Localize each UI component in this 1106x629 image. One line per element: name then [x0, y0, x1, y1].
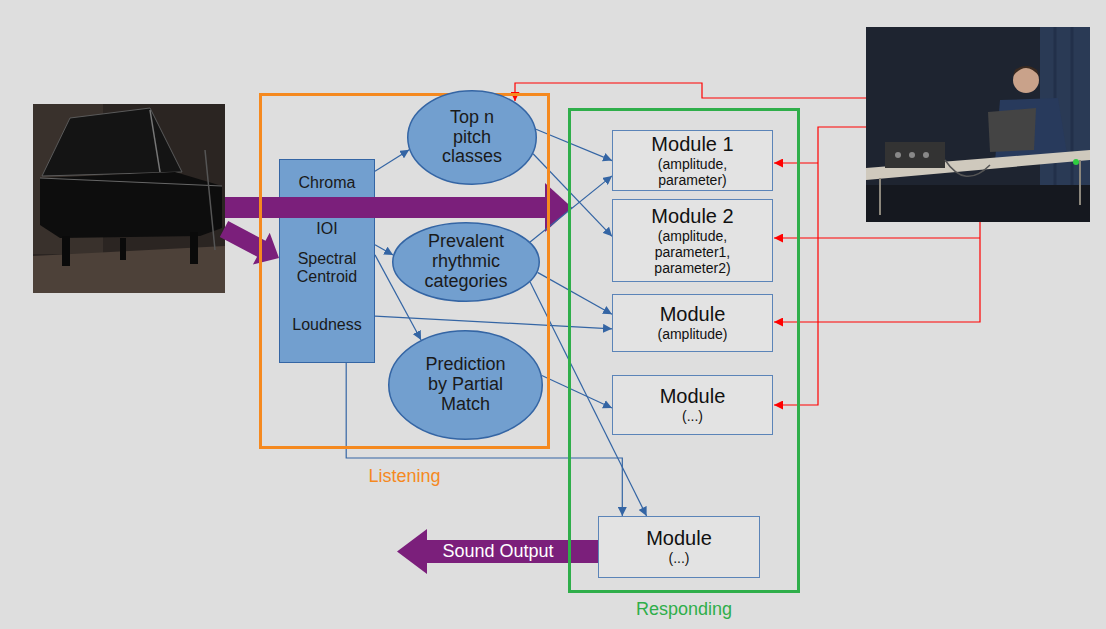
- performer-hair: [1013, 66, 1039, 76]
- node-title: Prediction by Partial Match: [418, 355, 513, 414]
- node-detail: (amplitude): [637, 326, 749, 342]
- node-title: Module: [646, 527, 712, 550]
- analysis-ellipse: Top n pitch classes: [407, 90, 537, 185]
- node-title: Top n pitch classes: [437, 108, 507, 167]
- analysis-ellipse: Prevalent rhythmic categories: [392, 222, 540, 302]
- signal-arrow-shaft: [279, 197, 375, 218]
- status-light: [1073, 159, 1079, 165]
- node-detail: IOI: [280, 220, 374, 238]
- analysis-ellipse: Prediction by Partial Match: [388, 330, 543, 440]
- piano-leg: [62, 236, 70, 266]
- data-flow-arrow: [375, 150, 409, 171]
- responding-region: RespondingModule 1(amplitude, parameter)…: [568, 108, 800, 593]
- control-line: [774, 237, 980, 238]
- table-leg: [879, 178, 881, 215]
- piano-rim: [40, 178, 222, 186]
- output-label: Sound Output: [442, 541, 553, 562]
- listening-region: ListeningChromaIOISpectral CentroidLoudn…: [259, 93, 550, 449]
- data-flow-arrow: [530, 176, 612, 242]
- audio-interface: [885, 142, 945, 168]
- piano-lid: [42, 108, 182, 176]
- module-box: Module 2(amplitude, parameter1, paramete…: [612, 199, 773, 282]
- laptop-screen: [988, 108, 1036, 152]
- photo-ground: [33, 104, 225, 293]
- module-box: Module(amplitude): [612, 294, 773, 352]
- microphone-stand: [205, 150, 215, 250]
- knob: [923, 152, 929, 158]
- cable: [945, 160, 990, 176]
- data-flow-arrow: [375, 245, 393, 255]
- control-line: [774, 127, 866, 405]
- module-box: Module(...): [612, 375, 773, 435]
- node-title: Module: [660, 385, 726, 408]
- knob: [895, 152, 901, 158]
- node-detail: (amplitude, parameter1, parameter2): [637, 228, 749, 276]
- node-detail: (...): [623, 550, 735, 566]
- node-detail: Loudness: [280, 316, 374, 334]
- input-arrow: [220, 221, 279, 265]
- piano-leg: [190, 232, 198, 264]
- data-flow-arrow: [533, 154, 612, 237]
- lid-prop: [150, 110, 160, 172]
- node-title: Chroma: [280, 174, 374, 192]
- control-line: [774, 222, 980, 322]
- label-anchor: Sound Output: [430, 540, 566, 563]
- control-line: [515, 83, 866, 101]
- ellipse-shape: [393, 223, 540, 302]
- signal-arrow-shaft: [225, 197, 545, 218]
- feature-box: ChromaIOI Spectral CentroidLoudness: [279, 159, 375, 363]
- module-box: Module(...): [598, 516, 760, 578]
- performer-photo: [866, 27, 1090, 222]
- piano-photo: [33, 104, 225, 293]
- node-detail: Spectral Centroid: [280, 250, 374, 287]
- connector-group: [346, 129, 646, 516]
- node-title: Module 1: [651, 133, 733, 156]
- piano-pedal: [120, 238, 126, 260]
- ellipse-shape: [389, 331, 543, 440]
- node-title: Module 2: [651, 205, 733, 228]
- piano-body: [40, 172, 222, 238]
- node-detail: (...): [637, 408, 749, 424]
- control-line: [774, 162, 818, 163]
- data-flow-arrow: [542, 375, 612, 408]
- stage-floor: [866, 185, 1090, 222]
- ellipse-shape: [408, 91, 537, 185]
- node-title: Module: [660, 303, 726, 326]
- node-title: Listening: [262, 466, 547, 487]
- photo-ground: [866, 27, 1090, 222]
- node-detail: (amplitude, parameter): [637, 156, 749, 188]
- data-flow-arrow: [375, 316, 612, 329]
- node-title: Prevalent rhythmic categories: [420, 232, 512, 291]
- node-title: Responding: [571, 599, 797, 620]
- performer-head: [1013, 67, 1039, 93]
- module-box: Module 1(amplitude, parameter): [612, 130, 773, 191]
- table-leg: [1079, 160, 1081, 205]
- knob: [909, 152, 915, 158]
- control-lines: [515, 83, 980, 405]
